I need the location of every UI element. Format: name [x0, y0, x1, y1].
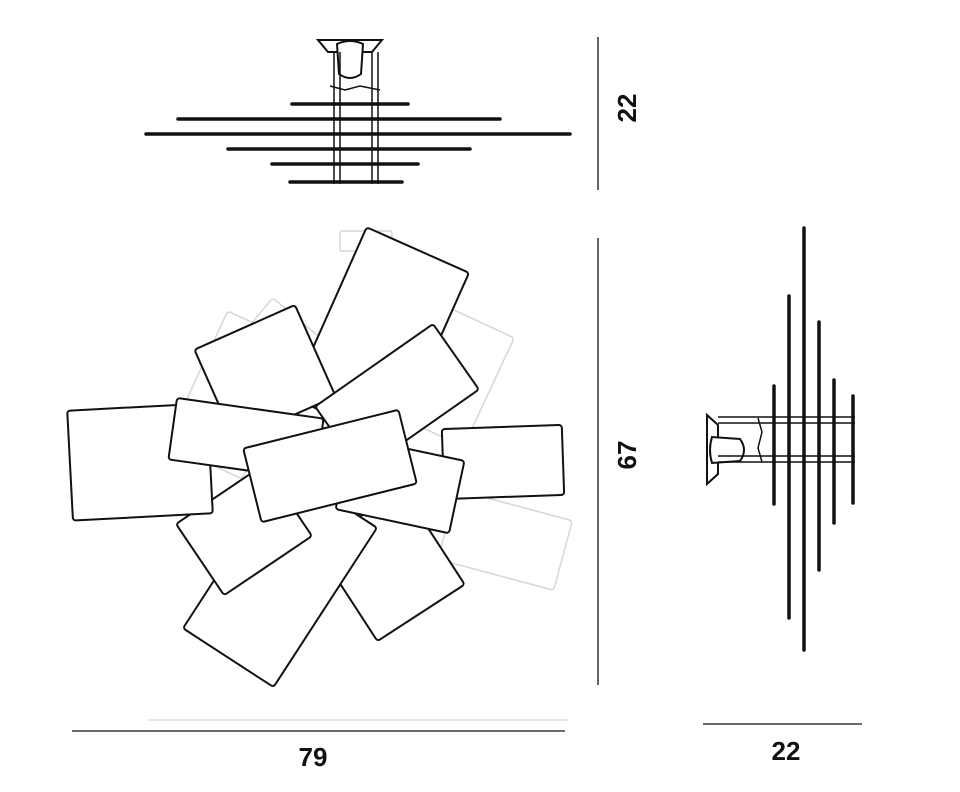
side-view: [706, 226, 855, 652]
dimension-label-front-width: 79: [299, 742, 328, 772]
dimension-front-height: 67: [597, 238, 642, 685]
dimension-side-height: 22: [597, 37, 642, 190]
side-rod-connector: [757, 417, 763, 463]
top-elevation-view: [144, 39, 572, 184]
blade-center-front: [242, 409, 418, 523]
dimension-label-side-height: 22: [612, 94, 642, 123]
side-lamp-socket: [709, 435, 745, 465]
main-blades: [66, 227, 566, 687]
dimension-label-side-depth: 22: [772, 736, 801, 766]
rod-connector: [329, 85, 381, 91]
lamp-socket: [335, 40, 365, 79]
side-blade-layers: [772, 226, 855, 652]
dimension-front-width: 79: [72, 719, 568, 772]
blade-layers: [144, 102, 572, 184]
dimension-label-front-height: 67: [612, 441, 642, 470]
front-view: [66, 227, 573, 687]
dimension-side-depth: 22: [703, 723, 862, 766]
